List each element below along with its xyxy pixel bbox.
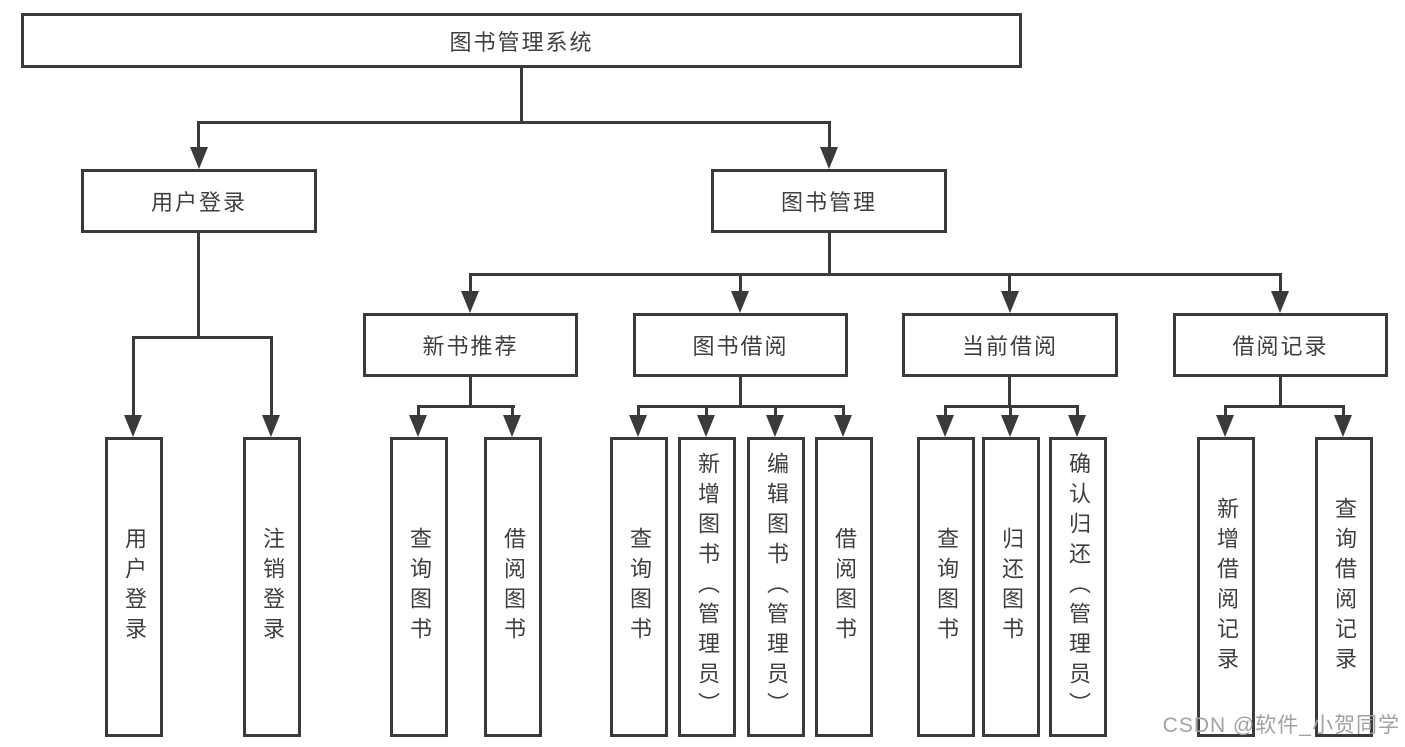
node-label: 图书借阅 xyxy=(692,334,789,359)
node-current-borrow: 当前借阅 xyxy=(902,313,1118,377)
leaf-edit-books-admin: 编辑图书（管理员） xyxy=(747,437,805,737)
arrowhead-down-icon xyxy=(834,415,852,437)
leaf-user-login: 用户登录 xyxy=(105,437,163,737)
leaf-label: 查询图书 xyxy=(407,527,432,647)
leaf-borrow-books: 借阅图书 xyxy=(815,437,873,737)
connector-line xyxy=(842,405,845,417)
node-root-library-system: 图书管理系统 xyxy=(21,13,1022,68)
connector-line xyxy=(828,121,831,149)
leaf-add-borrow-record: 新增借阅记录 xyxy=(1197,437,1255,737)
leaf-add-books-admin: 新增图书（管理员） xyxy=(678,437,736,737)
csdn-watermark: CSDN @软件_小贺同学 xyxy=(1162,714,1400,737)
connector-line xyxy=(1008,377,1011,408)
node-book-borrow: 图书借阅 xyxy=(633,313,848,377)
leaf-query-books-recommend: 查询图书 xyxy=(390,437,448,737)
arrowhead-down-icon xyxy=(503,415,521,437)
arrowhead-down-icon xyxy=(124,415,142,437)
leaf-label: 新增借阅记录 xyxy=(1214,497,1239,677)
node-label: 新书推荐 xyxy=(422,334,519,359)
node-new-book-recommend: 新书推荐 xyxy=(363,313,578,377)
arrowhead-down-icon xyxy=(1271,291,1289,313)
connector-line xyxy=(270,336,273,417)
arrowhead-down-icon xyxy=(820,147,838,169)
leaf-label: 归还图书 xyxy=(999,527,1024,647)
connector-line xyxy=(705,405,708,417)
leaf-borrow-books-recommend: 借阅图书 xyxy=(484,437,542,737)
node-label: 图书管理系统 xyxy=(449,29,594,55)
leaf-query-borrow-record: 查询借阅记录 xyxy=(1315,437,1373,737)
leaf-label: 查询图书 xyxy=(934,527,959,647)
arrowhead-down-icon xyxy=(1334,415,1352,437)
arrowhead-down-icon xyxy=(461,291,479,313)
leaf-label: 借阅图书 xyxy=(832,527,857,647)
leaf-label: 用户登录 xyxy=(122,527,147,647)
connector-line xyxy=(197,121,831,124)
leaf-label: 编辑图书（管理员） xyxy=(764,452,789,722)
connector-line xyxy=(469,273,1282,276)
connector-line xyxy=(774,405,777,417)
arrowhead-down-icon xyxy=(1068,415,1086,437)
arrowhead-down-icon xyxy=(1216,415,1234,437)
connector-line xyxy=(1076,405,1079,417)
leaf-label: 确认归还（管理员） xyxy=(1066,452,1091,722)
connector-line xyxy=(520,68,523,121)
leaf-confirm-return-admin: 确认归还（管理员） xyxy=(1049,437,1107,737)
node-label: 当前借阅 xyxy=(961,334,1058,359)
leaf-return-books: 归还图书 xyxy=(982,437,1040,737)
arrowhead-down-icon xyxy=(1001,291,1019,313)
arrowhead-down-icon xyxy=(936,415,954,437)
connector-line xyxy=(1224,405,1227,417)
arrowhead-down-icon xyxy=(629,415,647,437)
connector-line xyxy=(417,405,420,417)
connector-line xyxy=(469,273,472,293)
arrowhead-down-icon xyxy=(731,291,749,313)
arrowhead-down-icon xyxy=(190,147,208,169)
connector-line xyxy=(197,233,200,338)
arrowhead-down-icon xyxy=(262,415,280,437)
arrowhead-down-icon xyxy=(1001,415,1019,437)
arrowhead-down-icon xyxy=(697,415,715,437)
node-user-login: 用户登录 xyxy=(81,169,317,233)
connector-line xyxy=(132,336,273,339)
connector-line xyxy=(1342,405,1345,417)
connector-line xyxy=(944,405,947,417)
leaf-query-books-current: 查询图书 xyxy=(917,437,975,737)
connector-line xyxy=(511,405,514,417)
node-borrow-records: 借阅记录 xyxy=(1173,313,1388,377)
connector-line xyxy=(1279,273,1282,293)
leaf-label: 借阅图书 xyxy=(501,527,526,647)
leaf-query-books-borrow: 查询图书 xyxy=(610,437,668,737)
arrowhead-down-icon xyxy=(409,415,427,437)
connector-line xyxy=(739,377,742,408)
leaf-label: 查询借阅记录 xyxy=(1332,497,1357,677)
connector-line xyxy=(637,405,845,408)
leaf-label: 查询图书 xyxy=(627,527,652,647)
connector-line xyxy=(637,405,640,417)
arrowhead-down-icon xyxy=(766,415,784,437)
connector-line xyxy=(739,273,742,293)
connector-line xyxy=(197,121,200,149)
node-label: 借阅记录 xyxy=(1232,334,1329,359)
connector-line xyxy=(1009,405,1012,417)
connector-line xyxy=(1279,377,1282,408)
connector-line xyxy=(828,233,831,276)
connector-line xyxy=(132,336,135,417)
node-label: 图书管理 xyxy=(780,190,877,215)
connector-line xyxy=(469,377,472,408)
leaf-label: 注销登录 xyxy=(260,527,285,647)
leaf-label: 新增图书（管理员） xyxy=(695,452,720,722)
node-label: 用户登录 xyxy=(150,190,247,215)
connector-line xyxy=(1008,273,1011,293)
leaf-logout: 注销登录 xyxy=(243,437,301,737)
connector-line xyxy=(417,405,515,408)
connector-line xyxy=(1224,405,1345,408)
node-book-management: 图书管理 xyxy=(711,169,947,233)
